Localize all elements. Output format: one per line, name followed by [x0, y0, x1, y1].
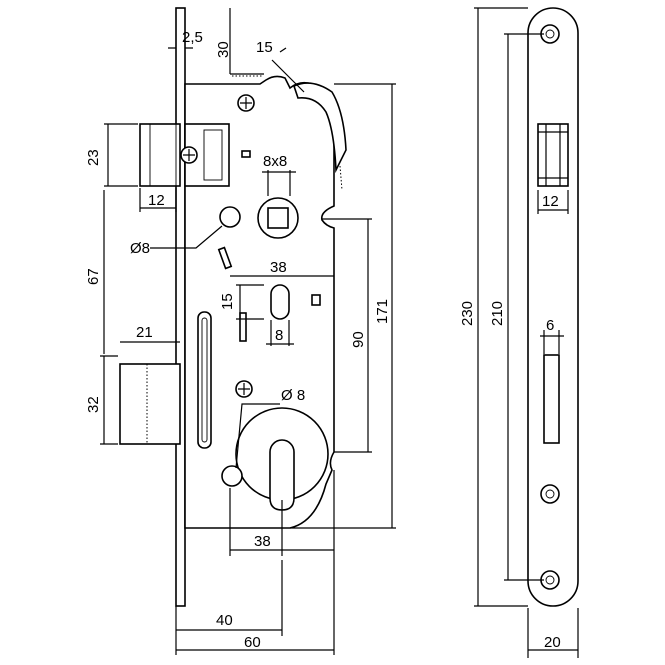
spindle-hub	[257, 197, 299, 239]
dim-spindle-to-cylinder: 38	[270, 259, 287, 276]
screw-top	[237, 94, 255, 112]
faceplate-latch-opening	[537, 123, 569, 187]
latch	[139, 123, 230, 187]
dim-backset: 40	[216, 612, 233, 629]
dim-cylinder-offset: 38	[254, 533, 271, 550]
dim-bolt-projection: 21	[136, 324, 153, 341]
dim-faceplate-latch-opening: 12	[542, 193, 559, 210]
dim-faceplate-bolt-opening: 6	[546, 317, 554, 334]
dimension-labels: 2,5 30 15 23 12 8x8 Ø8 38 15 8 67 21 32 …	[85, 29, 561, 651]
dim-plate-thickness: 2,5	[182, 29, 203, 46]
oval-slot	[270, 284, 290, 320]
dim-hole-bottom: Ø 8	[281, 387, 305, 404]
hole-bottom	[221, 465, 243, 487]
dim-bolt-height: 32	[85, 396, 102, 413]
lock-body-side-view	[119, 7, 347, 607]
dim-faceplate-width: 20	[544, 634, 561, 651]
tab	[217, 246, 233, 270]
dim-slot-width: 8	[275, 327, 283, 344]
bolt	[119, 363, 181, 445]
faceplate-front-view	[527, 7, 579, 607]
dim-latch-projection: 12	[148, 192, 165, 209]
dim-top-offset: 30	[215, 41, 232, 58]
dim-latch-height: 23	[85, 149, 102, 166]
latch-tail	[293, 82, 347, 174]
front-plate	[175, 7, 186, 607]
long-slot	[197, 311, 212, 449]
dim-case-height: 171	[374, 299, 391, 324]
screw-bottom	[235, 380, 253, 398]
faceplate-hole-middle	[540, 484, 560, 504]
small-slot-right	[311, 294, 321, 306]
cylinder-hole	[235, 407, 329, 511]
dim-latch-to-bolt: 67	[85, 268, 102, 285]
dim-faceplate-length: 230	[459, 301, 476, 326]
dim-slot-height: 15	[219, 293, 236, 310]
hole-top	[219, 206, 241, 228]
dim-hole-top: Ø8	[130, 240, 150, 257]
dim-square-spindle: 8x8	[263, 153, 287, 170]
faceplate	[527, 7, 579, 607]
faceplate-dimension-lines	[474, 7, 579, 658]
small-slot-top	[241, 150, 251, 158]
dim-overall-depth: 60	[244, 634, 261, 651]
faceplate-bolt-opening	[543, 354, 560, 444]
slot-rect	[239, 312, 247, 342]
latch-screw	[180, 146, 198, 164]
dim-handle-to-cylinder: 90	[350, 331, 367, 348]
dimension-lines	[100, 8, 396, 655]
dim-angle: 15	[256, 39, 273, 56]
dim-faceplate-hole-spacing: 210	[489, 301, 506, 326]
